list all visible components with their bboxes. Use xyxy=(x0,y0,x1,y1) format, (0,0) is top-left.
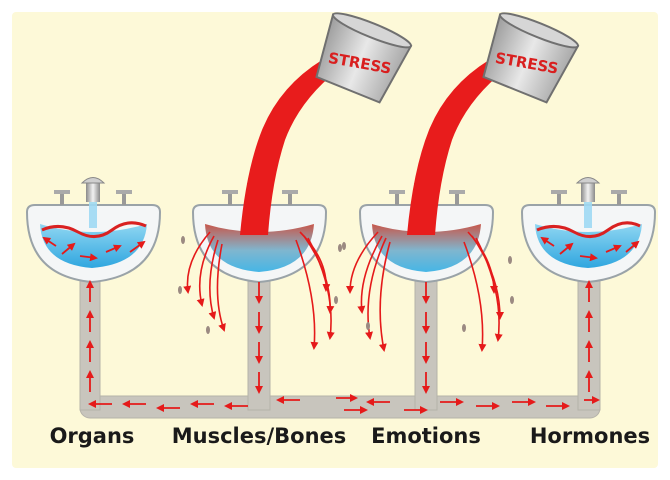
label-organs: Organs xyxy=(50,424,135,448)
label-emotions: Emotions xyxy=(371,424,481,448)
label-muscles-bones: Muscles/Bones xyxy=(172,424,347,448)
pipe-horizontal xyxy=(80,396,600,418)
label-hormones: Hormones xyxy=(530,424,650,448)
